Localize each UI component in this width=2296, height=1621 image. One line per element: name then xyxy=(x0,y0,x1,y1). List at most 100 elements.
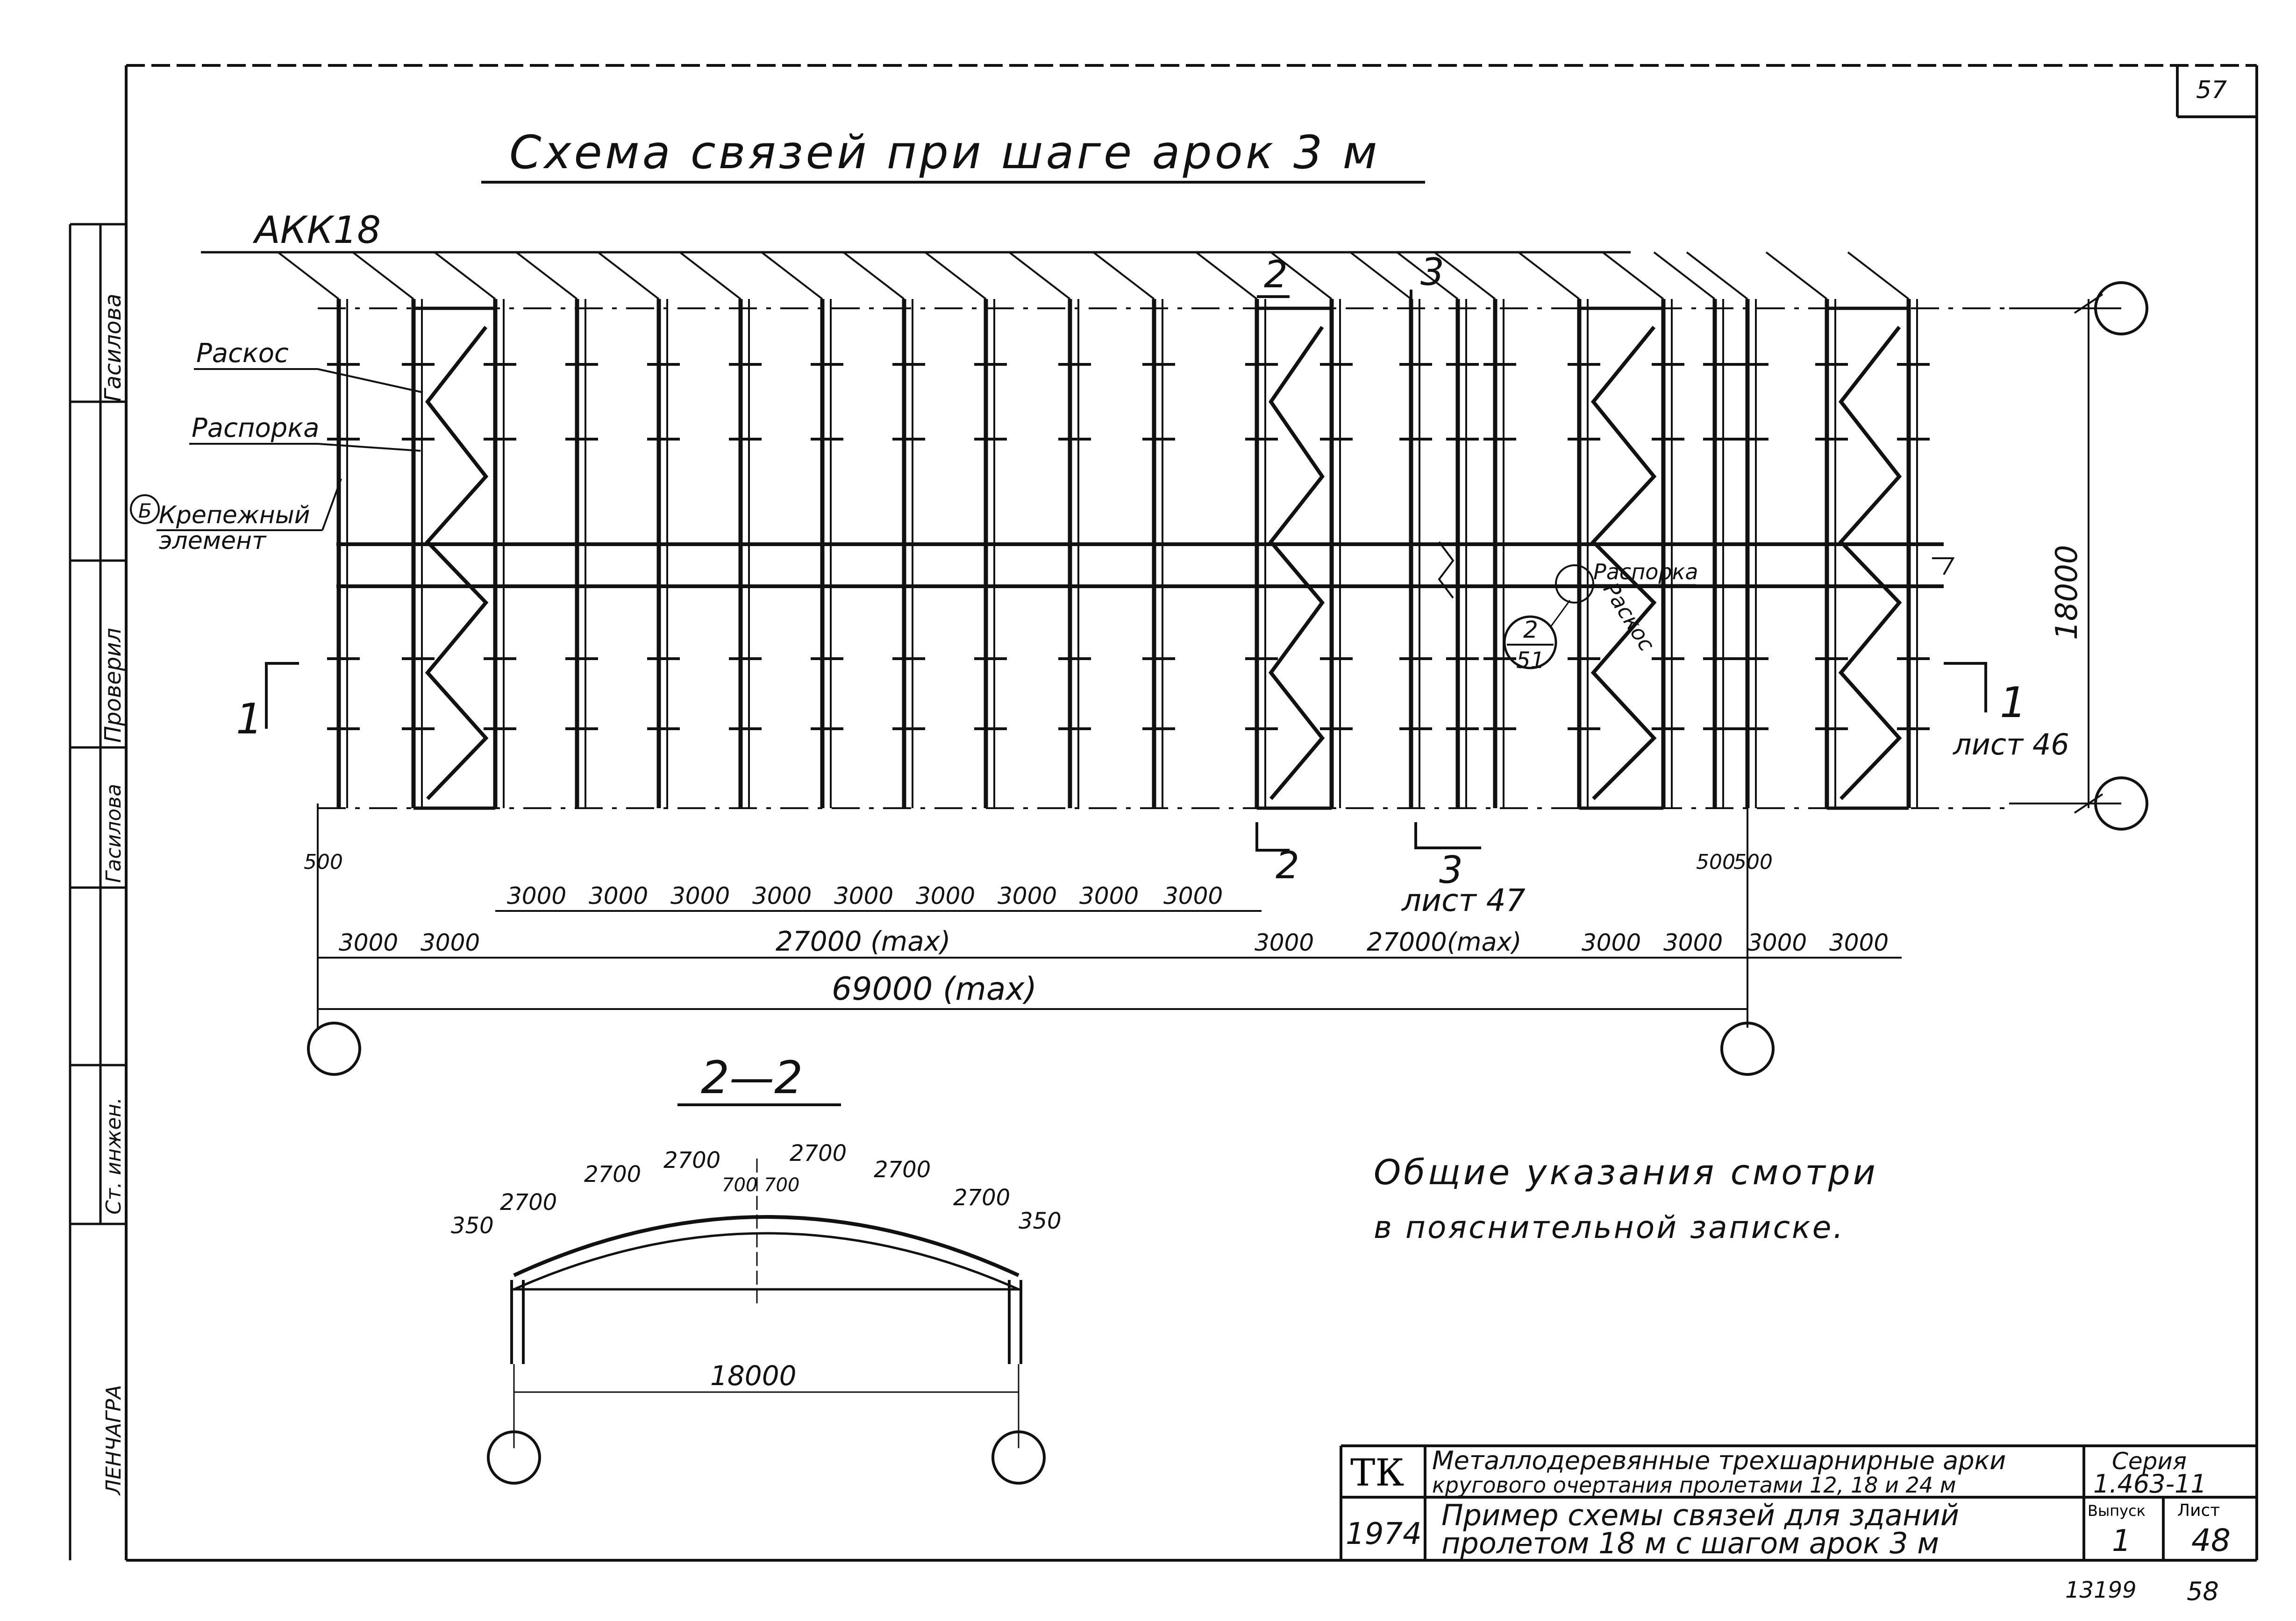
tb-sheet-value: 48 xyxy=(2191,1522,2231,1558)
arch-end-7 xyxy=(761,251,823,300)
sec-dim-9: 350 xyxy=(1019,1208,1062,1234)
arch-end-1 xyxy=(277,251,340,300)
break-mark-right xyxy=(1932,557,1955,575)
arch-end-6 xyxy=(679,251,742,300)
stamp-cell-2: Проверил xyxy=(100,628,126,743)
callout-ref-sheet: 51 xyxy=(1516,647,1545,674)
dim-row1-6: 3000 xyxy=(916,882,975,910)
dim-total: 69000 (max) xyxy=(832,971,1037,1008)
arch-end-21 xyxy=(1765,251,1828,300)
bracing-plan xyxy=(201,251,2009,810)
section22-axis-right xyxy=(991,1430,1046,1485)
callout-raskos: Раскос xyxy=(1598,578,1660,655)
tb-issue-value: 1 xyxy=(2112,1524,2131,1558)
bracing-bay-4 xyxy=(1838,326,1902,800)
tb-year: 1974 xyxy=(1346,1517,1422,1551)
dim-row1-1: 3000 xyxy=(507,882,566,910)
callout-rasporka: Распорка xyxy=(1593,559,1698,584)
arch-end-19 xyxy=(1653,251,1716,300)
section22-span: 18000 xyxy=(710,1360,797,1392)
arch-end-10 xyxy=(1008,251,1071,300)
axis-bubble-bottom xyxy=(2094,776,2148,831)
section-2-top: 2 xyxy=(1264,253,1288,296)
bracing-bay-2 xyxy=(1268,326,1325,800)
notes-line-2: в пояснительной записке. xyxy=(1374,1209,1845,1245)
axis-bubble-left xyxy=(307,1022,361,1076)
tb-series-label: Серия xyxy=(2112,1448,2187,1475)
section22-axis-left xyxy=(487,1430,541,1485)
dim-row1-9: 3000 xyxy=(1163,882,1223,910)
sec-dim-1: 2700 xyxy=(500,1189,557,1216)
dim-row2-r3: 3000 xyxy=(1747,929,1807,956)
arch-end-13 xyxy=(1270,251,1333,300)
sec-dim-0: 350 xyxy=(451,1213,494,1239)
arch-end-12 xyxy=(1195,251,1258,300)
arch-end-2 xyxy=(352,251,414,300)
bracing-bay-3 xyxy=(1590,326,1657,800)
notes-line-1: Общие указания смотри xyxy=(1374,1152,1878,1193)
section-3-top: 3 xyxy=(1420,250,1444,294)
left-stamp: Гасилова Проверил Гасилова Ст. инжен. ЛЕ… xyxy=(69,223,126,1560)
tb-sheet-label: Лист xyxy=(2177,1501,2220,1520)
arch-end-3 xyxy=(434,251,496,300)
arch-end-20 xyxy=(1686,251,1748,300)
bracing-bay-1 xyxy=(425,326,489,800)
section-2-2: 2—2 18000 350 2700 2700 2700 700 700 270… xyxy=(451,1052,1062,1485)
dim-row1-7: 3000 xyxy=(998,882,1057,910)
arch-end-4 xyxy=(515,251,578,300)
krep-label-2: элемент xyxy=(159,527,267,555)
callout-ref-num: 2 xyxy=(1523,616,1538,643)
section-3-sheet: лист 47 xyxy=(1401,882,1526,918)
sec-dim-8: 2700 xyxy=(953,1185,1010,1211)
dim-row2-r4: 3000 xyxy=(1829,929,1889,956)
stamp-cell-1: Гасилова xyxy=(100,294,126,402)
sec-dim-6: 2700 xyxy=(790,1140,847,1166)
center-callout: Распорка Раскос 2 51 xyxy=(1503,559,1698,674)
axis-bubble-right xyxy=(1720,1022,1775,1076)
rasporka-label: Распорка xyxy=(192,413,319,443)
stamp-org: ЛЕНЧАГРА xyxy=(102,1385,126,1496)
sec-dim-7: 2700 xyxy=(874,1157,931,1183)
break-mark xyxy=(1438,541,1455,599)
section-1-sheet: лист 46 xyxy=(1953,727,2069,761)
tb-name-2: кругового очертания пролетами 12, 18 и 2… xyxy=(1432,1472,1956,1498)
sec-dim-3: 2700 xyxy=(663,1147,720,1173)
section22-title: 2—2 xyxy=(701,1052,803,1104)
tb-series-value: 1.463-11 xyxy=(2093,1469,2207,1499)
dim-row1-2: 3000 xyxy=(589,882,648,910)
dim-row1-3: 3000 xyxy=(670,882,730,910)
arch-end-22 xyxy=(1847,251,1910,300)
arch-end-9 xyxy=(924,251,987,300)
dim-500-left: 500 xyxy=(304,850,343,874)
sec-dim-5: 700 xyxy=(764,1174,799,1196)
dim-row2-mid2: 27000(max) xyxy=(1367,927,1522,957)
section-1-right: 1 xyxy=(2000,678,2026,727)
arch-label: АКК18 xyxy=(252,208,381,252)
dim-row1-5: 3000 xyxy=(834,882,893,910)
sec-dim-4: 700 xyxy=(722,1174,757,1196)
krep-ref: Б xyxy=(138,499,152,522)
title-block: ТК 1974 Металлодеревянные трехшарнирные … xyxy=(1340,1444,2257,1560)
footer-page: 58 xyxy=(2187,1577,2219,1606)
drawing-title: Схема связей при шаге арок 3 м xyxy=(509,126,1380,179)
tb-name-1: Металлодеревянные трехшарнирные арки xyxy=(1432,1446,2006,1475)
arch-end-17 xyxy=(1518,251,1580,300)
dim-row1-4: 3000 xyxy=(752,882,812,910)
page-number: 57 xyxy=(2196,76,2227,104)
dim-500-r1: 500 xyxy=(1696,850,1735,874)
tb-issue-label: Выпуск xyxy=(2088,1502,2146,1520)
arch-end-5 xyxy=(597,251,660,300)
arch-end-16 xyxy=(1433,251,1496,300)
dim-row2-l1: 3000 xyxy=(339,929,398,956)
axis-bubble-top xyxy=(2094,281,2148,335)
section-markers: 1 1 лист 46 2 2 3 3 лист 47 xyxy=(236,250,2069,918)
section-3-bottom: 3 xyxy=(1439,848,1463,892)
section-1-left: 1 xyxy=(236,695,263,744)
footer-inv: 13199 xyxy=(2065,1577,2137,1603)
arch-end-11 xyxy=(1092,251,1155,300)
dim-row2-mid: 27000 (max) xyxy=(776,925,951,957)
sec-dim-2: 2700 xyxy=(584,1161,641,1187)
tb-sheet-2: пролетом 18 м с шагом арок 3 м xyxy=(1441,1526,1939,1560)
